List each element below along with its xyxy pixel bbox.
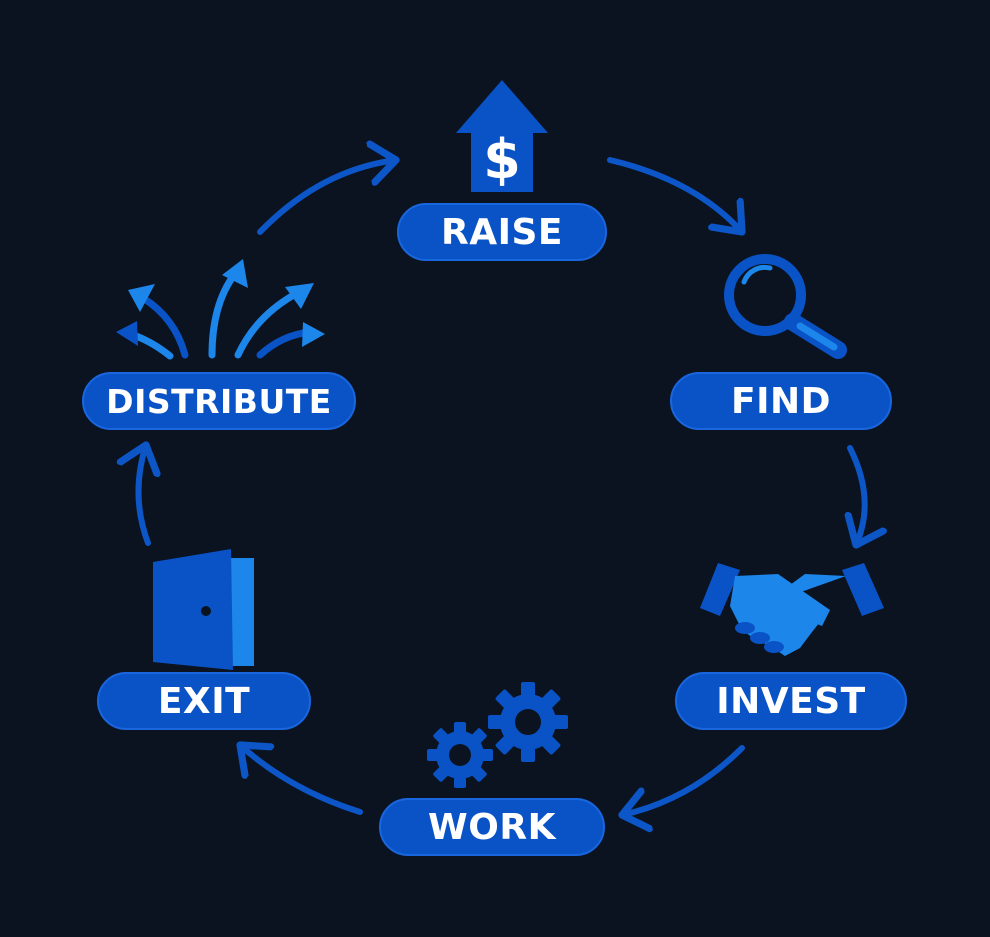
stage-distribute-label: DISTRIBUTE — [82, 372, 356, 430]
arrow-work-to-exit — [240, 745, 363, 815]
door-icon — [153, 549, 254, 670]
arrow-exit-to-distribute — [138, 445, 148, 546]
arrow-find-to-invest — [850, 445, 865, 545]
stage-invest-label: INVEST — [675, 672, 907, 730]
spreading-arrows-icon — [116, 259, 325, 360]
arrow-distribute-to-raise — [257, 160, 396, 235]
arrow-invest-to-work — [622, 745, 745, 815]
dollar-sign: $ — [483, 128, 521, 191]
stage-work-label: WORK — [379, 798, 605, 856]
gears-icon — [427, 682, 568, 788]
arrow-raise-to-find — [607, 157, 742, 232]
stage-find-label: FIND — [670, 372, 892, 430]
handshake-icon — [700, 563, 884, 656]
arrow-up-dollar-icon: $ — [456, 80, 548, 192]
stage-exit-label: EXIT — [97, 672, 311, 730]
magnifying-glass-icon — [724, 254, 847, 359]
stage-raise-label: RAISE — [397, 203, 607, 261]
